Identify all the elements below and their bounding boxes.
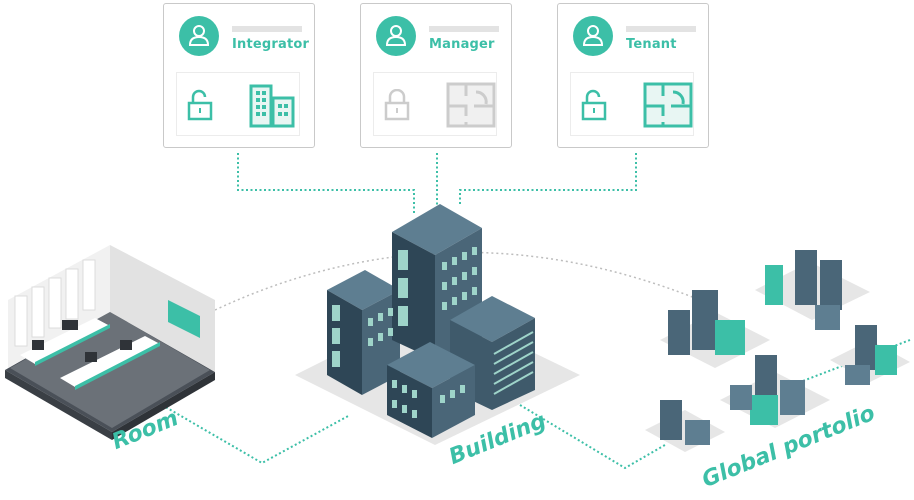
locked-lock-icon — [384, 89, 410, 121]
role-connectors — [161, 153, 911, 470]
buildings-icon — [249, 84, 295, 128]
permission-panel — [373, 72, 497, 136]
placeholder-bar — [626, 26, 696, 32]
role-name: Manager — [429, 37, 495, 52]
user-avatar-icon — [376, 16, 416, 56]
floor-plan-icon — [446, 82, 496, 128]
role-card-integrator[interactable]: Integrator — [163, 3, 315, 148]
arc-connector — [214, 251, 701, 311]
floor-plan-icon — [643, 82, 693, 128]
placeholder-bar — [232, 26, 302, 32]
role-card-tenant[interactable]: Tenant — [557, 3, 709, 148]
role-name: Tenant — [626, 37, 677, 52]
user-avatar-icon — [573, 16, 613, 56]
permission-panel — [176, 72, 300, 136]
user-avatar-icon — [179, 16, 219, 56]
global-illustration — [645, 250, 910, 452]
role-name: Integrator — [232, 37, 310, 52]
room-illustration — [5, 245, 215, 440]
permission-panel — [570, 72, 694, 136]
placeholder-bar — [429, 26, 499, 32]
unlocked-lock-icon — [581, 89, 607, 121]
role-card-manager[interactable]: Manager — [360, 3, 512, 148]
building-illustration — [295, 204, 580, 445]
unlocked-lock-icon — [187, 89, 213, 121]
